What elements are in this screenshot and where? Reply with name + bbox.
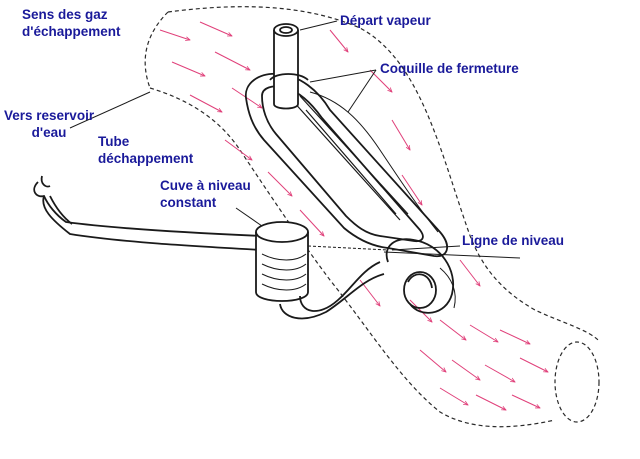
label-level-line: Ligne de niveau [462, 233, 565, 248]
label-exhaust-flow-line1: Sens des gaz [22, 7, 108, 22]
label-water-tank: Vers reservoir d'eau [4, 107, 94, 141]
label-exhaust-flow-line2: d'échappement [22, 24, 121, 39]
label-exhaust-flow: Sens des gaz d'échappement [22, 6, 120, 40]
exhaust-flow-arrows [159, 21, 548, 411]
constant-level-tank [255, 221, 309, 302]
exhaust-tube-outline [144, 6, 601, 428]
water-feed-pipe [33, 175, 263, 251]
label-water-tank-line2: d'eau [31, 125, 67, 140]
level-line-pipe [279, 245, 521, 320]
label-level-tank-line2: constant [160, 195, 217, 210]
leader-lines [69, 20, 461, 251]
label-level-tank: Cuve à niveau constant [160, 177, 251, 211]
label-water-tank-line1: Vers reservoir [4, 108, 95, 123]
steam-outlet-pipe [269, 23, 309, 110]
label-closing-shell: Coquille de fermeture [380, 61, 519, 76]
return-coil [385, 238, 456, 314]
label-exhaust-tube-line2: déchappement [98, 151, 194, 166]
label-steam-outlet: Départ vapeur [340, 13, 431, 28]
label-level-tank-line1: Cuve à niveau [160, 178, 251, 193]
label-exhaust-tube-line1: Tube [98, 134, 130, 149]
label-exhaust-tube: Tube déchappement [98, 133, 193, 167]
